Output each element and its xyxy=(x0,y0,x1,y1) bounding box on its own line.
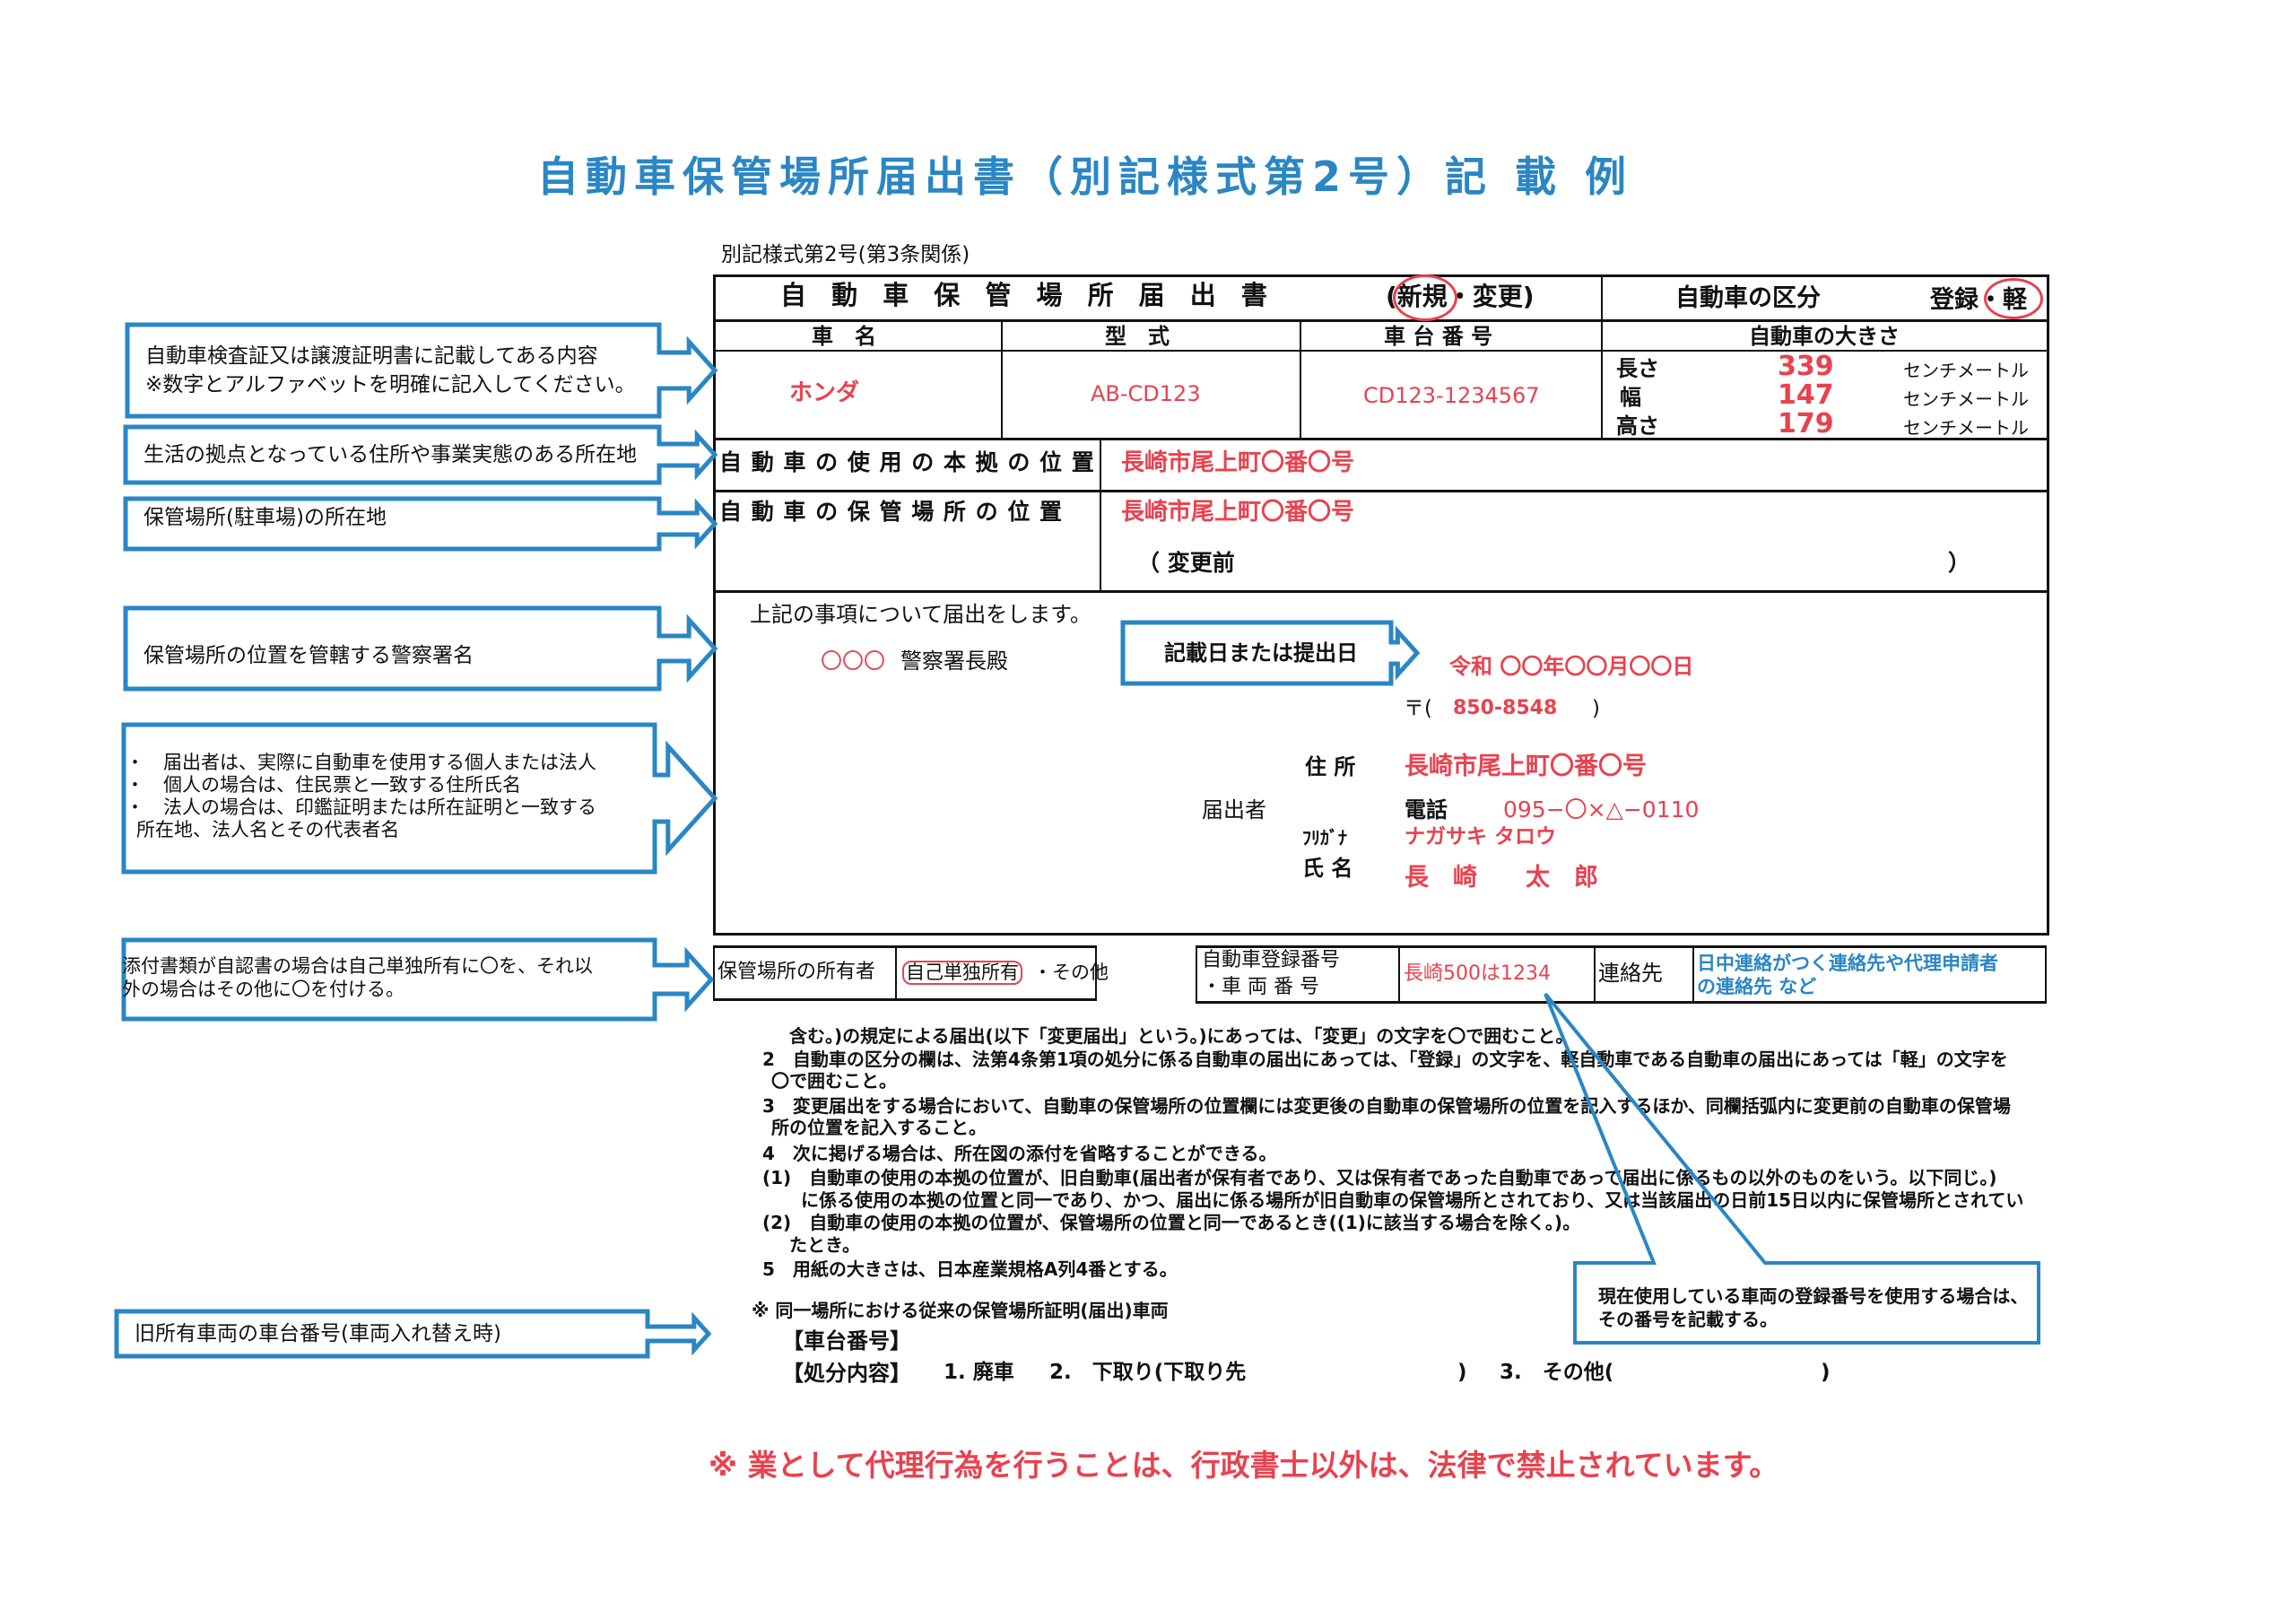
callout-police-text: 保管場所の位置を管轄する警察署名 xyxy=(144,644,474,667)
note-line: 所の位置を記入すること。 xyxy=(771,1117,987,1138)
storage-label: 自 動 車 の 保 管 場 所 の 位 置 xyxy=(719,499,1064,525)
postal-mark: 〒( xyxy=(1404,697,1432,720)
callout-applicant-line: ・ 個人の場合は、住民票と一致する住所氏名 xyxy=(126,774,521,796)
note-line: 4 次に掲げる場合は、所在図の添付を省略することができる。 xyxy=(762,1143,1277,1164)
callout-inspection-note: ※数字とアルファベットを明確に記入してください。 xyxy=(145,373,636,396)
selected-circle-new xyxy=(1393,274,1457,321)
note-line: 3 変更届出をする場合において、自動車の保管場所の位置欄には変更後の自動車の保管… xyxy=(762,1095,2011,1117)
callout-date-text: 記載日または提出日 xyxy=(1164,640,1358,666)
note-line: たとき。 xyxy=(789,1234,860,1256)
applicant-label: 届出者 xyxy=(1202,797,1266,823)
callout-owner-text: 添付書類が自認書の場合は自己単独所有に〇を、それ以 xyxy=(122,955,593,977)
vehicle-class-label: 自動車の区分 xyxy=(1675,284,1821,312)
contact-value: 日中連絡がつく連絡先や代理申請者 xyxy=(1697,953,1998,974)
note-line: 5 用紙の大きさは、日本産業規格A列4番とする。 xyxy=(762,1258,1178,1280)
disposal-option-tradein: 2. 下取り(下取り先 xyxy=(1049,1361,1247,1384)
previous-vehicle-heading: ※ 同一場所における従来の保管場所証明(届出)車両 xyxy=(752,1300,1169,1321)
form-header-title: 自 動 車 保 管 場 所 届 出 書 xyxy=(780,280,1275,310)
owner-selected: 自己単独所有 xyxy=(902,961,1022,986)
contact-label: 連絡先 xyxy=(1598,961,1663,986)
length-label: 長さ xyxy=(1616,356,1659,381)
col-car-name: 車 名 xyxy=(812,324,876,349)
callout-owner-text-2: 外の場合はその他に〇を付ける。 xyxy=(122,979,404,1000)
callout-inspection-text: 自動車検査証又は譲渡証明書に記載してある内容 xyxy=(145,344,598,368)
disposal-label: 【処分内容】 xyxy=(782,1361,911,1386)
note-line: に係る使用の本拠の位置と同一であり、かつ、届出に係る場所が旧自動車の保管場所とさ… xyxy=(801,1189,2024,1211)
callout-base-text: 生活の拠点となっている住所や事業実態のある所在地 xyxy=(144,443,638,466)
disposal-other-close: ) xyxy=(1821,1361,1831,1384)
before-change-close: ） xyxy=(1948,550,1971,576)
previous-chassis-label: 【車台番号】 xyxy=(782,1328,911,1354)
furigana-value: ナガサキ タロウ xyxy=(1405,825,1557,849)
notify-text: 上記の事項について届出をします。 xyxy=(750,602,1091,627)
name-value: 長 崎 太 郎 xyxy=(1405,864,1598,892)
height-value: 179 xyxy=(1778,408,1834,440)
name-label: 氏 名 xyxy=(1302,856,1353,881)
page-title: 自動車保管場所届出書（別記様式第2号）記 載 例 xyxy=(536,152,1634,201)
callout-reg-text-2: その番号を記載する。 xyxy=(1598,1309,1778,1330)
length-value: 339 xyxy=(1778,351,1834,382)
note-line: 2 自動車の区分の欄は、法第4条第1項の処分に係る自動車の届出にあっては、「登録… xyxy=(762,1049,2008,1070)
width-value: 147 xyxy=(1778,379,1834,411)
furigana-label: ﾌﾘｶﾞﾅ xyxy=(1302,827,1347,849)
callout-old-vehicle-text: 旧所有車両の車台番号(車両入れ替え時) xyxy=(135,1322,501,1345)
width-label: 幅 xyxy=(1620,385,1641,410)
height-unit: センチメートル xyxy=(1903,417,2029,439)
chassis-value: CD123-1234567 xyxy=(1363,383,1540,408)
disposal-tradein-close: ) xyxy=(1457,1361,1467,1384)
width-unit: センチメートル xyxy=(1903,388,2029,410)
col-chassis: 車 台 番 号 xyxy=(1384,324,1493,349)
owner-label: 保管場所の所有者 xyxy=(718,961,876,983)
reg-value: 長崎500は1234 xyxy=(1404,962,1551,985)
storage-value: 長崎市尾上町〇番〇号 xyxy=(1121,499,1355,526)
vehicle-number-label: ・車 両 番 号 xyxy=(1202,976,1319,998)
date-value: 令和 〇〇年〇〇月〇〇日 xyxy=(1449,654,1694,679)
callout-storage-text: 保管場所(駐車場)の所在地 xyxy=(144,506,387,529)
police-station-name: 〇〇〇 xyxy=(821,648,885,674)
use-base-value: 長崎市尾上町〇番〇号 xyxy=(1121,449,1355,476)
use-base-label: 自 動 車 の 使 用 の 本 拠 の 位 置 xyxy=(719,449,1095,475)
postal-close: ) xyxy=(1592,697,1600,720)
phone-label: 電話 xyxy=(1405,797,1448,823)
postal-code: 850-8548 xyxy=(1453,697,1558,719)
address-label: 住 所 xyxy=(1305,754,1356,779)
callout-reg-text: 現在使用している車両の登録番号を使用する場合は、 xyxy=(1598,1285,2029,1307)
footer-warning: ※ 業として代理行為を行うことは、行政書士以外は、法律で禁止されています。 xyxy=(709,1448,1779,1483)
model-value: AB-CD123 xyxy=(1091,381,1201,406)
contact-value-2: の連絡先 など xyxy=(1697,976,1817,997)
reg-label: 自動車登録番号 xyxy=(1202,949,1341,971)
height-label: 高さ xyxy=(1616,413,1659,439)
disposal-option-other: 3. その他( xyxy=(1500,1361,1614,1384)
callout-inspection xyxy=(125,322,718,419)
col-model: 型 式 xyxy=(1105,324,1170,349)
callout-applicant-line: 所在地、法人名とその代表者名 xyxy=(136,819,400,840)
length-unit: センチメートル xyxy=(1903,360,2029,381)
callout-applicant-line: ・ 法人の場合は、印鑑証明または所在証明と一致する xyxy=(126,796,596,818)
disposal-option-scrap: 1. 廃車 xyxy=(944,1361,1014,1384)
note-line: (2) 自動車の使用の本拠の位置が、保管場所の位置と同一であるとき((1)に該当… xyxy=(762,1212,1581,1233)
before-change-label: （ 変更前 xyxy=(1137,550,1235,576)
form-reference: 別記様式第2号(第3条関係) xyxy=(721,243,970,266)
selected-circle-kei xyxy=(1984,278,2043,319)
note-line: 〇で囲むこと。 xyxy=(771,1070,897,1092)
note-line: 含む。)の規定による届出(以下「変更届出」という。)にあっては、「変更」の文字を… xyxy=(789,1025,1574,1047)
police-chief-label: 警察署長殿 xyxy=(900,648,1008,674)
owner-other: ・その他 xyxy=(1033,962,1109,983)
note-line: (1) 自動車の使用の本拠の位置が、旧自動車(届出者が保有者であり、又は保有者で… xyxy=(762,1167,1997,1188)
address-value: 長崎市尾上町〇番〇号 xyxy=(1405,753,1647,780)
car-name-value: ホンダ xyxy=(789,379,860,406)
phone-value: 095−〇×△−0110 xyxy=(1503,796,1700,823)
col-size: 自動車の大きさ xyxy=(1749,324,1900,349)
callout-applicant-line: ・ 届出者は、実際に自動車を使用する個人または法人 xyxy=(126,752,596,773)
